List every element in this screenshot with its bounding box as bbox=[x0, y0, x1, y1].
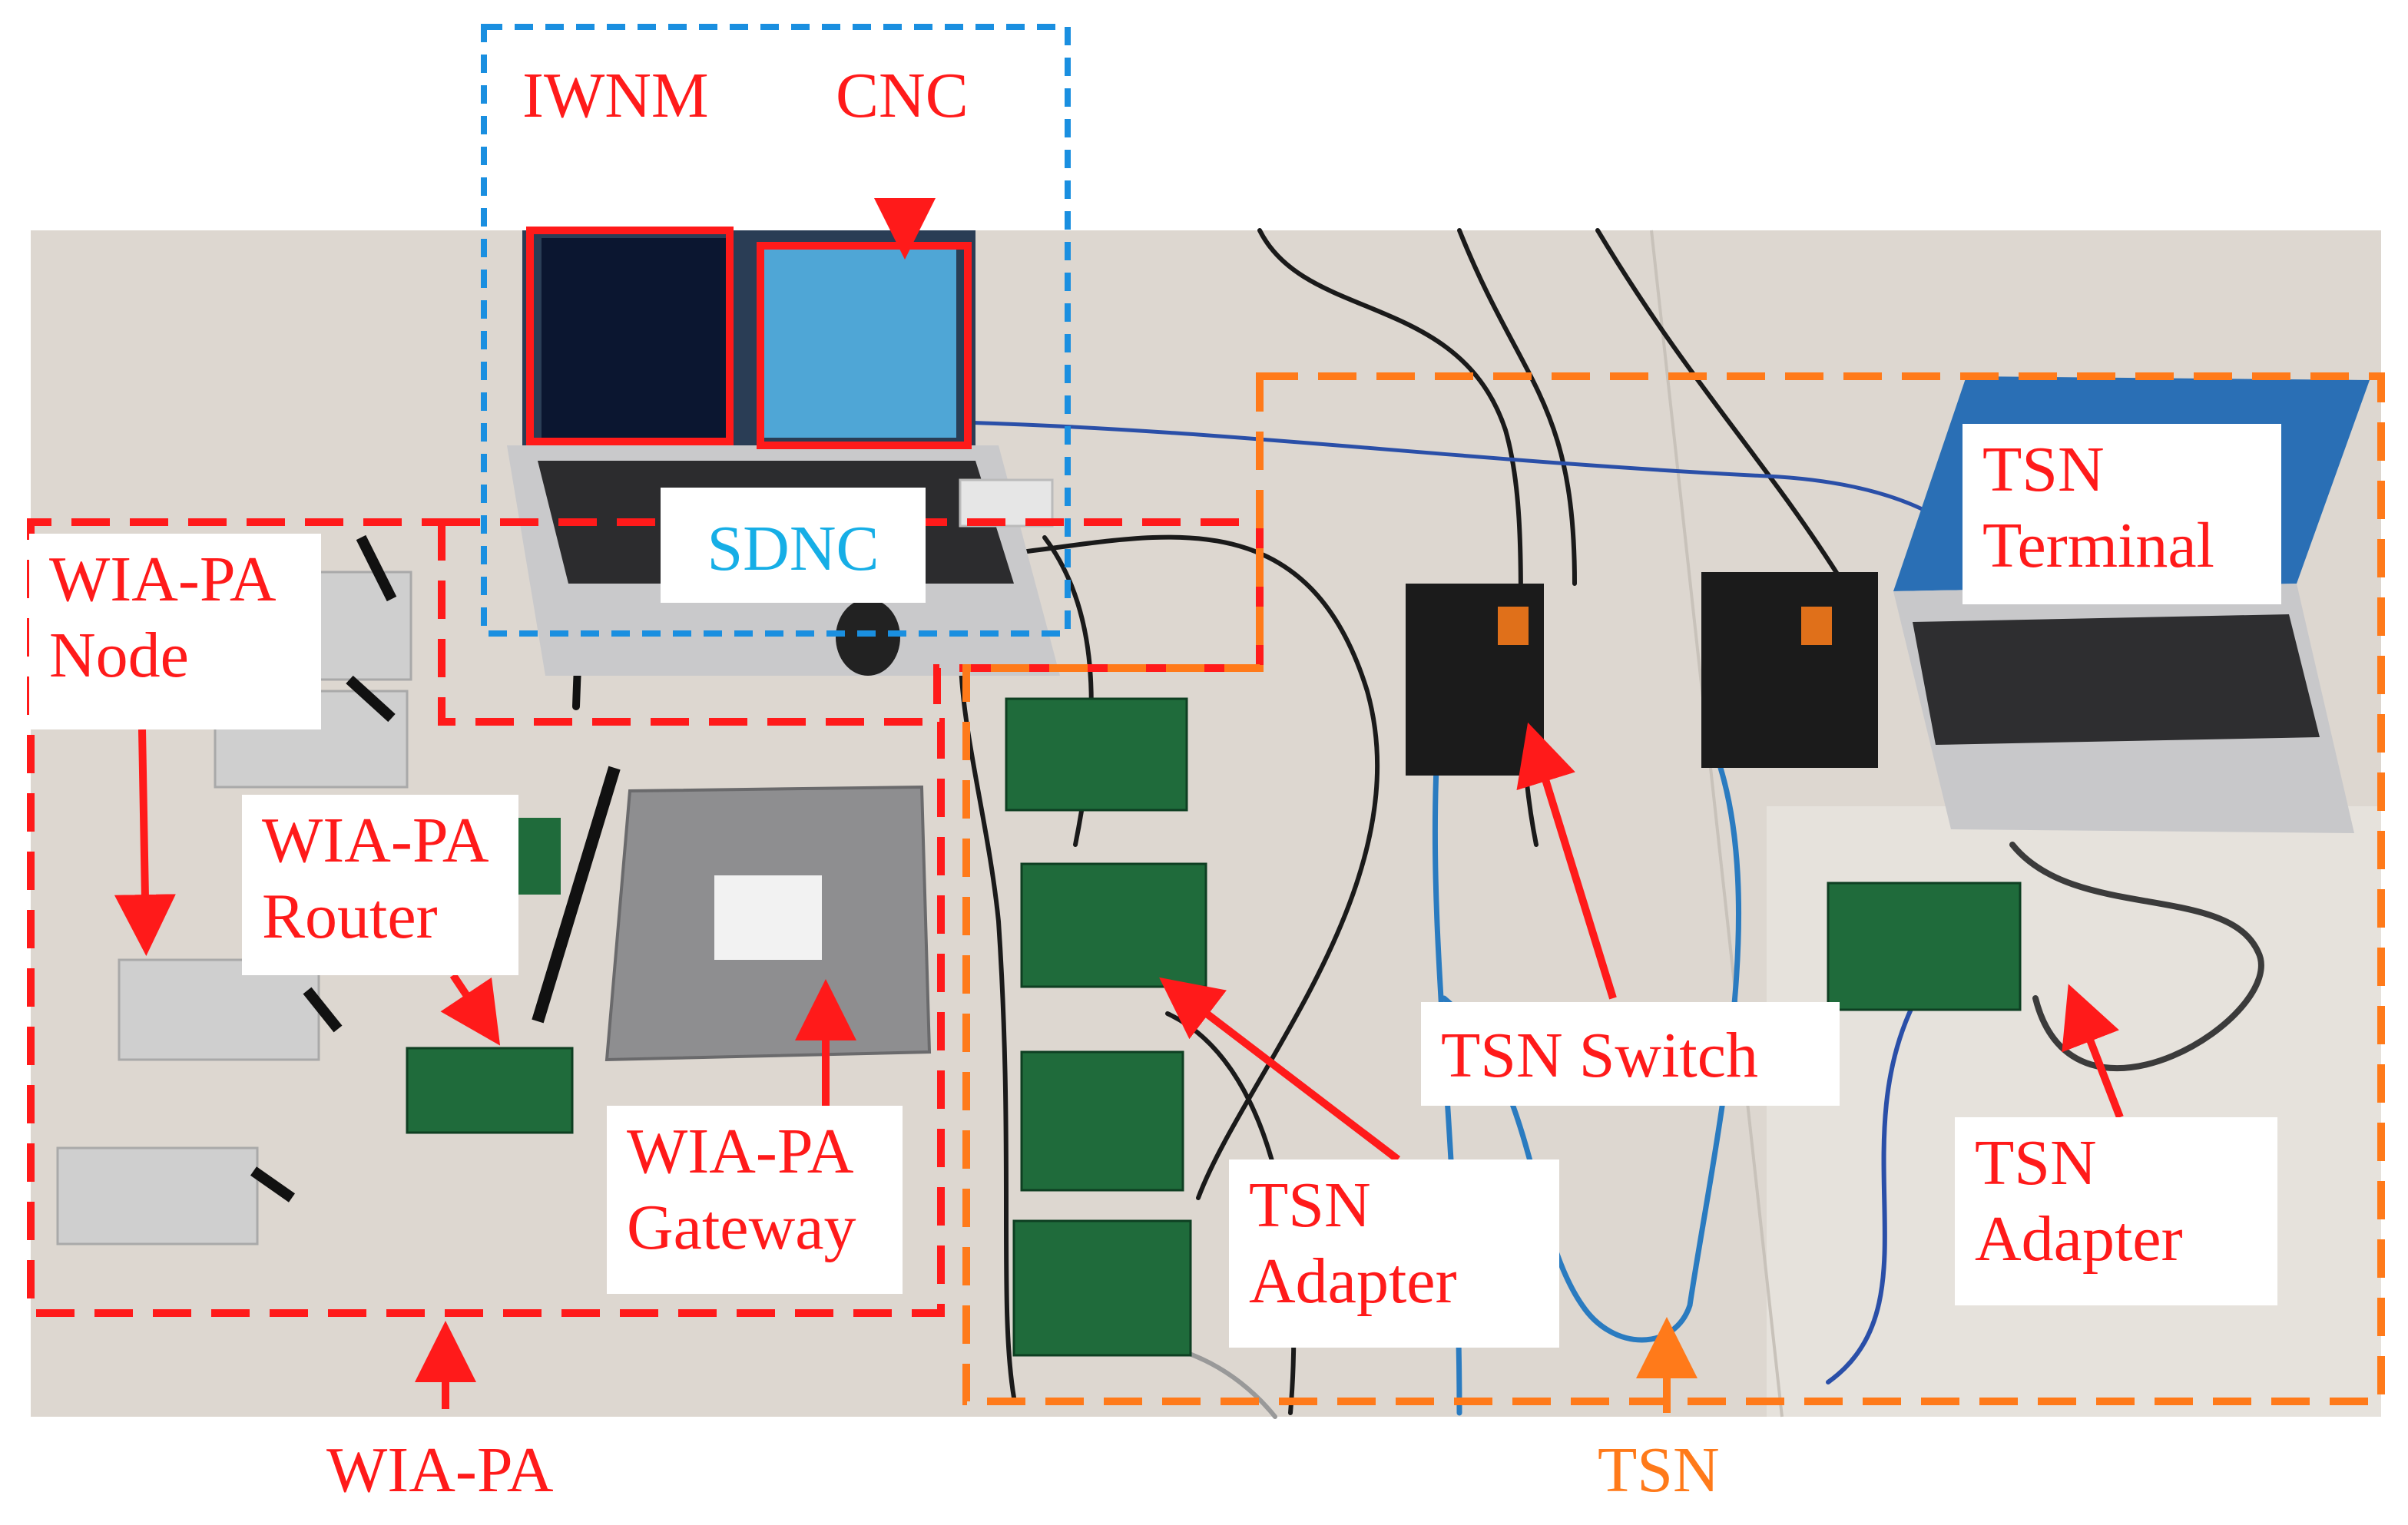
tsn-group-box bbox=[962, 372, 2385, 1405]
arrow-tsn-adapter-left bbox=[1159, 977, 1401, 1163]
tsn-adapter-boards bbox=[1005, 697, 1207, 1357]
wia-pa-router-board-2 bbox=[515, 818, 561, 895]
tsn-switch-label: TSN Switch bbox=[1421, 1002, 1840, 1106]
wia-pa-router-label: WIA-PA Router bbox=[242, 795, 518, 975]
wia-pa-gateway-label: WIA-PA Gateway bbox=[607, 1106, 903, 1294]
wia-pa-router-board bbox=[406, 1047, 574, 1134]
callout-arrows bbox=[114, 198, 2124, 1413]
wia-pa-group-label: WIA-PA bbox=[326, 1434, 554, 1506]
tsn-adapter-right-board bbox=[1827, 882, 2022, 1011]
wia-pa-gateway-device bbox=[604, 785, 932, 1062]
tsn-terminal-label: TSN Terminal bbox=[1963, 424, 2281, 604]
wia-pa-group-box-inner bbox=[438, 522, 941, 726]
arrow-wia-pa-node bbox=[114, 729, 176, 956]
arrow-tsn-adapter-right bbox=[2062, 984, 2124, 1119]
wia-pa-node-label: WIA-PA Node bbox=[29, 534, 321, 729]
mouse bbox=[836, 599, 900, 676]
router-antenna bbox=[532, 766, 621, 1024]
iwnm-label: IWNM bbox=[522, 60, 709, 131]
arrow-tsn-switch bbox=[1516, 722, 1617, 1000]
wia-pa-group-box bbox=[27, 518, 1264, 1317]
arrow-wia-pa-router bbox=[440, 973, 501, 1046]
iwnm-screen-box bbox=[526, 227, 734, 445]
cables bbox=[572, 228, 2264, 1419]
sdnc-label: SDNC bbox=[661, 488, 926, 603]
cnc-screen-box bbox=[757, 242, 972, 449]
tsn-adapter-left-label: TSN Adapter bbox=[1229, 1159, 1559, 1348]
tsn-adapter-right-label: TSN Adapter bbox=[1955, 1117, 2277, 1305]
tsn-group-label: TSN bbox=[1598, 1434, 1720, 1506]
wia-pa-node-devices bbox=[56, 534, 412, 1245]
cnc-label: CNC bbox=[836, 60, 969, 131]
table-edge bbox=[1650, 230, 1784, 1417]
sdnc-group-box bbox=[481, 24, 1071, 637]
